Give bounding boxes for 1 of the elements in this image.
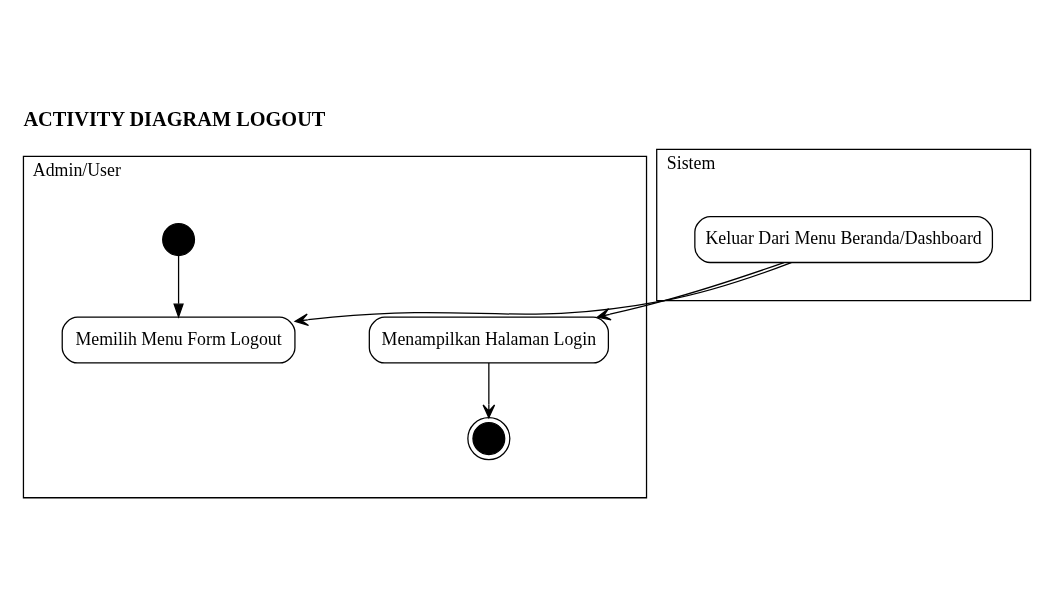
diagram-title: ACTIVITY DIAGRAM LOGOUT [23,107,326,130]
